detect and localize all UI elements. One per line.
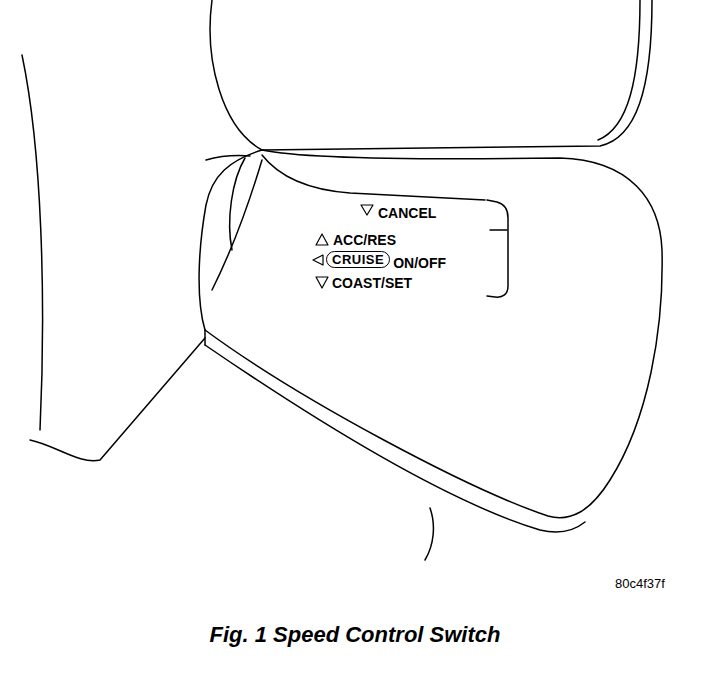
switch-panel-edge bbox=[262, 155, 485, 200]
column-line bbox=[30, 338, 205, 461]
stalk-end bbox=[199, 150, 262, 330]
switch-label: ON/OFF bbox=[393, 256, 446, 270]
wheel-rim bbox=[22, 55, 43, 430]
switch-panel-side bbox=[212, 160, 262, 290]
cancel-button bbox=[487, 200, 508, 297]
button-label: CRUISE bbox=[332, 253, 384, 266]
stalk-end-lip bbox=[206, 156, 250, 160]
figure-code: 80c4f37f bbox=[615, 577, 665, 590]
wheel-hub-edge bbox=[598, 0, 640, 140]
wheel-hub bbox=[210, 0, 652, 150]
stalk-end-detail bbox=[230, 158, 245, 250]
up-triangle-symbol bbox=[316, 234, 328, 245]
down-triangle-symbol bbox=[361, 205, 373, 215]
left-triangle-symbol bbox=[313, 255, 323, 265]
figure-caption: Fig. 1 Speed Control Switch bbox=[210, 624, 501, 646]
column-line bbox=[425, 508, 433, 560]
button-line bbox=[490, 229, 507, 231]
switch-label: ACC/RES bbox=[333, 233, 396, 247]
button-legend-box: CRUISE bbox=[326, 251, 390, 268]
switch-label: COAST/SET bbox=[332, 276, 412, 290]
down-triangle-symbol bbox=[316, 277, 328, 288]
switch-label: CANCEL bbox=[378, 206, 436, 220]
housing-lower-edge bbox=[205, 345, 585, 532]
switch-housing bbox=[205, 150, 662, 518]
